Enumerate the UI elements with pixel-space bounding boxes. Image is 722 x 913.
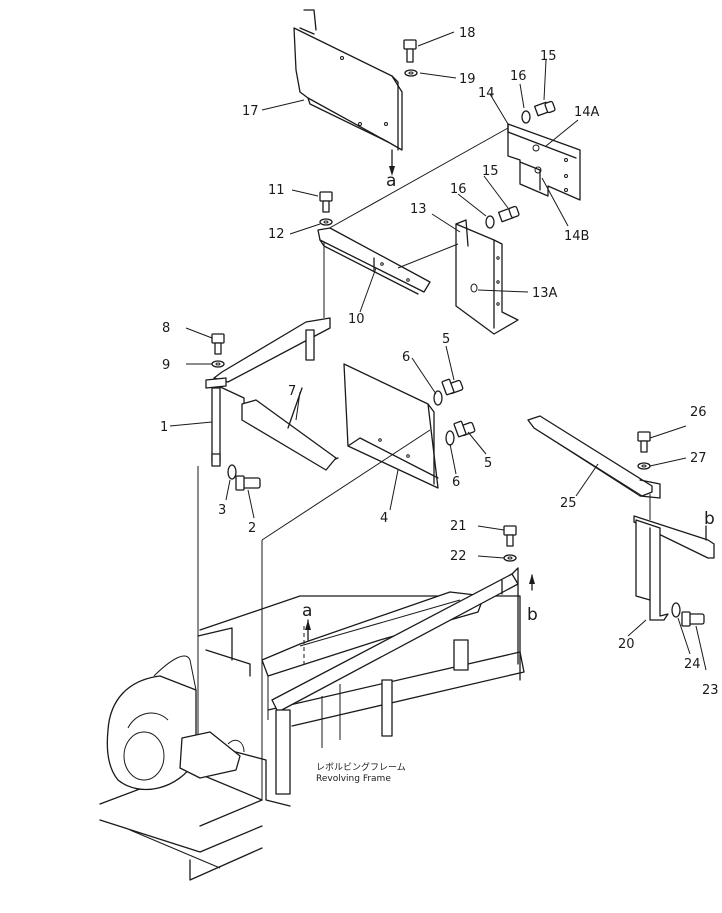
leader-lines (169, 31, 707, 671)
part-8-bolt (211, 333, 225, 355)
label-12: 12 (268, 227, 285, 242)
part-21-bolt (503, 525, 517, 547)
label-13a: 13A (532, 286, 558, 301)
label-14b: 14B (564, 229, 589, 244)
part-4-cover (261, 363, 439, 541)
label-13: 13 (410, 202, 427, 217)
label-10: 10 (348, 312, 365, 327)
label-26: 26 (690, 405, 707, 420)
part-13-bracket (455, 219, 519, 335)
label-5-upper: 5 (442, 332, 450, 347)
part-10-rail (317, 227, 459, 295)
label-15-lower: 15 (482, 164, 499, 179)
part-27-washer (637, 462, 651, 470)
part-26-bolt (637, 431, 651, 453)
label-17: 17 (242, 104, 259, 119)
part-16-washer-upper (521, 110, 531, 124)
part-15-bolt-upper (534, 100, 556, 117)
part-9-washer (211, 360, 225, 368)
part-2-bolt (235, 475, 261, 491)
label-22: 22 (450, 549, 467, 564)
part-1-post (205, 377, 227, 467)
part-24-washer (671, 602, 681, 618)
label-23: 23 (702, 683, 719, 698)
label-6-upper: 6 (402, 350, 410, 365)
label-27: 27 (690, 451, 707, 466)
part-25-rail (527, 415, 715, 559)
part-16-washer-lower (485, 215, 495, 229)
label-20: 20 (618, 637, 635, 652)
label-8: 8 (162, 321, 170, 336)
label-1: 1 (160, 420, 168, 435)
label-5-lower: 5 (484, 456, 492, 471)
part-5-bolt-upper (441, 378, 464, 396)
part-15-bolt-lower (498, 205, 520, 223)
label-21: 21 (450, 519, 467, 534)
caption-japanese: レボルビングフレーム (316, 761, 406, 773)
label-2: 2 (248, 521, 256, 536)
label-7: 7 (288, 384, 296, 399)
label-b-frame: b (527, 605, 538, 625)
label-3: 3 (218, 503, 226, 518)
part-6-washer-lower (445, 430, 455, 446)
label-24: 24 (684, 657, 701, 672)
label-4: 4 (380, 511, 388, 526)
part-23-bolt (681, 611, 705, 627)
part-22-washer (503, 554, 517, 562)
part-12-washer (319, 218, 333, 226)
label-9: 9 (162, 358, 170, 373)
part-11-bolt (319, 191, 333, 213)
label-11: 11 (268, 183, 285, 198)
label-6-lower: 6 (452, 475, 460, 490)
revolving-frame (99, 567, 525, 881)
label-19: 19 (459, 72, 476, 87)
label-15-upper: 15 (540, 49, 557, 64)
label-16-upper: 16 (510, 69, 527, 84)
label-14a: 14A (574, 105, 600, 120)
part-20-bracket (635, 519, 669, 621)
part-18-bolt (403, 39, 417, 63)
label-14: 14 (478, 86, 495, 101)
part-6-washer-upper (433, 390, 443, 406)
part-14-bracket (507, 123, 581, 201)
label-25: 25 (560, 496, 577, 511)
label-16-lower: 16 (450, 182, 467, 197)
label-a-top: a (386, 171, 396, 191)
part-17-cover (293, 9, 403, 176)
caption-english: Revolving Frame (316, 774, 391, 784)
label-a-frame: a (302, 601, 312, 621)
part-19-washer (404, 69, 418, 77)
part-5-bolt-lower (453, 420, 476, 438)
part-7-frame (213, 317, 339, 471)
part-3-washer (227, 464, 237, 480)
label-b-right: b (704, 509, 715, 529)
label-18: 18 (459, 26, 476, 41)
